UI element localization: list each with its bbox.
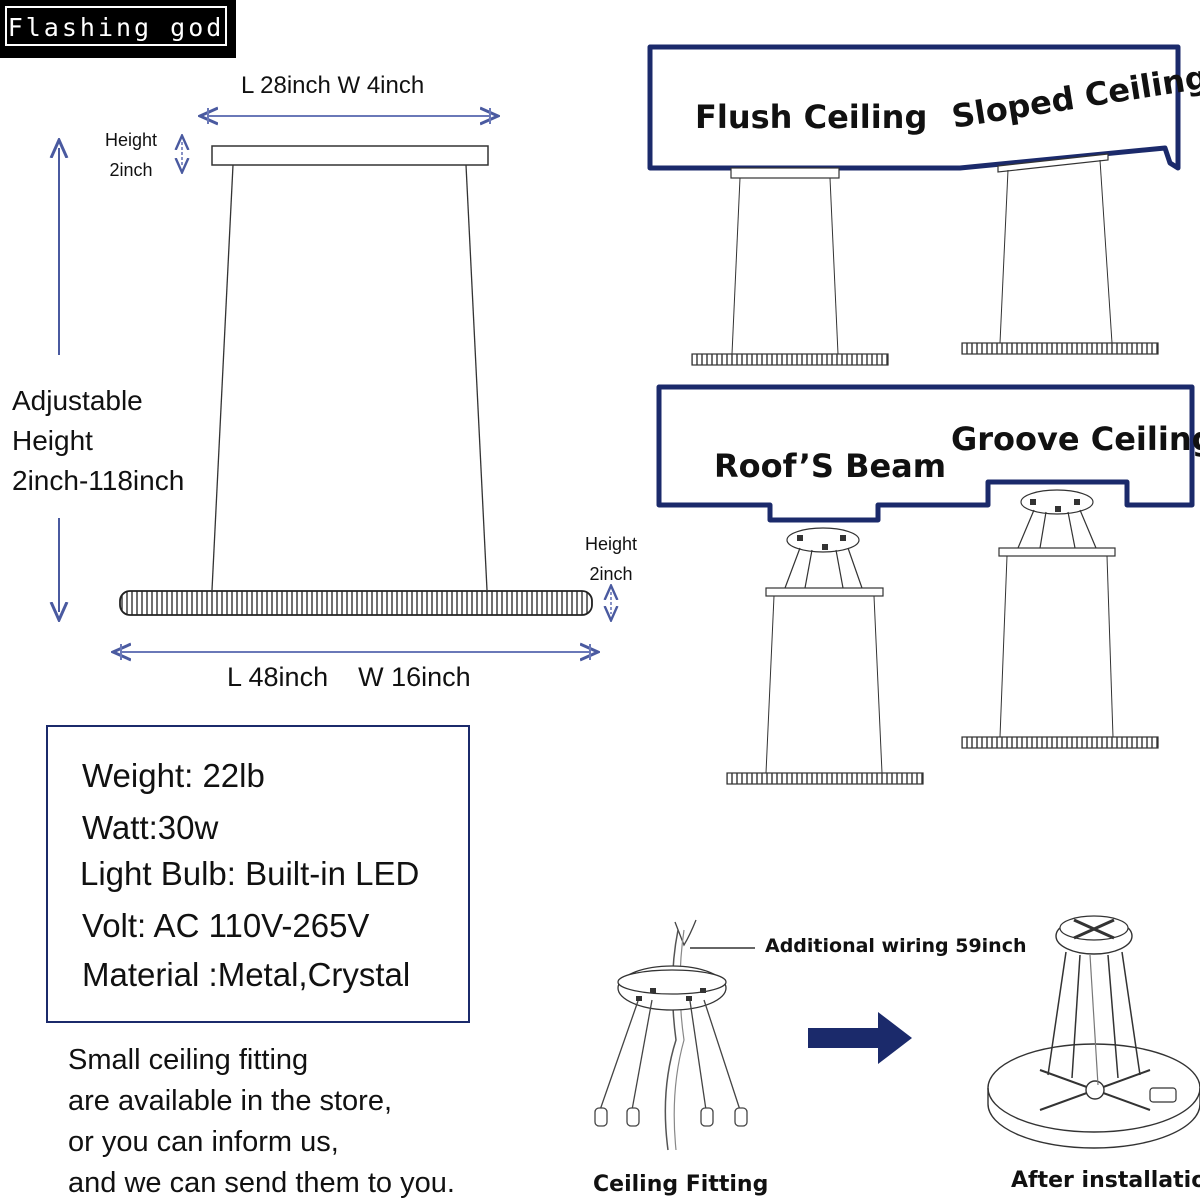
flush-sloped-ceiling-outline bbox=[647, 44, 1181, 171]
note-line-3: or you can inform us, bbox=[68, 1126, 339, 1158]
adjustable-height-label: Adjustable Height 2inch-118inch bbox=[12, 381, 184, 501]
canopy-height-label: Height 2inch bbox=[95, 125, 167, 185]
canopy-height-title: Height bbox=[104, 130, 158, 150]
spec-weight: Weight: 22lb bbox=[82, 757, 265, 794]
spec-watt: Watt:30w bbox=[82, 809, 219, 846]
note-line-2: are available in the store, bbox=[68, 1085, 393, 1117]
after-installation-drawing bbox=[987, 915, 1200, 1149]
ceiling-fitting-caption: Ceiling Fitting bbox=[593, 1172, 769, 1197]
fitting-availability-note: Small ceiling fitting are available in t… bbox=[68, 1040, 455, 1204]
suspension-wire-left bbox=[211, 164, 234, 591]
adjustable-line-2: Height bbox=[12, 425, 93, 456]
note-line-4: and we can send them to you. bbox=[68, 1167, 455, 1199]
adjustable-line-1: Adjustable bbox=[12, 385, 143, 416]
flush-ceiling-fixture bbox=[691, 167, 889, 366]
note-line-1: Small ceiling fitting bbox=[68, 1044, 309, 1076]
sloped-ceiling-fixture bbox=[961, 153, 1159, 355]
canopy-height-value: 2inch bbox=[109, 160, 153, 180]
brand-logo: Flashing god bbox=[0, 0, 236, 58]
ring-height-title: Height bbox=[584, 534, 638, 554]
brand-logo-text: Flashing god bbox=[5, 6, 227, 46]
beam-ceiling-fixture bbox=[726, 527, 924, 785]
ring-width-arrow bbox=[121, 644, 590, 660]
groove-ceiling-label: Groove Ceiling bbox=[951, 420, 1200, 458]
groove-ceiling-fixture bbox=[961, 489, 1159, 749]
additional-wiring-label: Additional wiring 59inch bbox=[765, 935, 1027, 957]
spec-material: Material :Metal,Crystal bbox=[82, 956, 411, 993]
specs-box: Weight: 22lb Watt:30w Light Bulb: Built-… bbox=[46, 725, 470, 1023]
after-installation-caption: After installation bbox=[1011, 1168, 1200, 1193]
adjustable-line-3: 2inch-118inch bbox=[12, 465, 185, 496]
canopy-plate bbox=[211, 145, 489, 166]
beam-groove-ceiling-outline bbox=[656, 384, 1195, 523]
ring-height-value: 2inch bbox=[589, 564, 633, 584]
ring-size-label: L 48inch W 16inch bbox=[227, 662, 471, 692]
ceiling-fitting-drawing bbox=[594, 919, 755, 1151]
install-arrow-icon bbox=[808, 1012, 912, 1064]
ring-height-label: Height 2inch bbox=[575, 529, 647, 589]
canopy-size-label: L 28inch W 4inch bbox=[241, 72, 425, 99]
suspension-wire-right bbox=[465, 164, 488, 591]
canopy-width-arrow bbox=[208, 108, 490, 124]
spec-volt: Volt: AC 110V-265V bbox=[82, 907, 370, 944]
crystal-ring bbox=[119, 590, 593, 616]
roof-beam-label: Roof’S Beam bbox=[714, 447, 947, 485]
spec-bulb: Light Bulb: Built-in LED bbox=[80, 855, 420, 892]
flush-ceiling-label: Flush Ceiling bbox=[695, 98, 928, 136]
